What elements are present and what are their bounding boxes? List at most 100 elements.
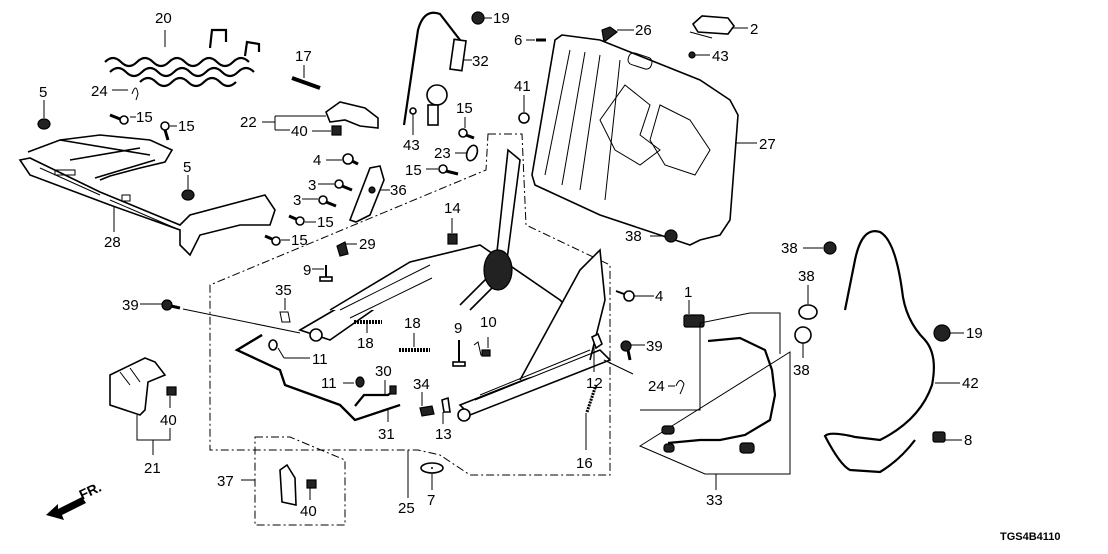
- part-4-bolt[interactable]: [342, 153, 359, 166]
- part-11-washer[interactable]: [355, 376, 365, 388]
- part-11-washer[interactable]: [268, 339, 278, 351]
- part-15-bolt[interactable]: [288, 214, 305, 226]
- callout-15[interactable]: 15: [291, 232, 308, 249]
- callout-29[interactable]: 29: [359, 236, 376, 253]
- callout-38[interactable]: 38: [625, 228, 642, 245]
- part-27-seatback-frame[interactable]: [531, 34, 739, 246]
- callout-20[interactable]: 20: [155, 10, 172, 27]
- part-42-cable[interactable]: [823, 230, 935, 474]
- callout-1[interactable]: 1: [684, 284, 692, 301]
- callout-32[interactable]: 32: [472, 53, 489, 70]
- part-34-clip[interactable]: [419, 405, 435, 417]
- part-19-clip[interactable]: [933, 324, 951, 342]
- part-15-bolt[interactable]: [160, 121, 170, 141]
- callout-42[interactable]: 42: [962, 375, 979, 392]
- part-35-clip[interactable]: [279, 311, 291, 323]
- callout-10[interactable]: 10: [480, 314, 497, 331]
- part-37-cover[interactable]: [279, 463, 297, 506]
- callout-40[interactable]: 40: [300, 503, 317, 520]
- part-30-link[interactable]: [354, 385, 397, 407]
- callout-33[interactable]: 33: [706, 492, 723, 509]
- part-19-clip[interactable]: [471, 11, 485, 25]
- callout-3[interactable]: 3: [308, 177, 316, 194]
- part-41-plug[interactable]: [518, 112, 530, 124]
- part-36-bracket[interactable]: [348, 165, 385, 223]
- part-17-rod[interactable]: [291, 76, 321, 90]
- part-22-cover[interactable]: [325, 101, 379, 129]
- part-5-nut[interactable]: [37, 118, 51, 130]
- part-16-spring[interactable]: [585, 384, 598, 413]
- callout-43[interactable]: 43: [712, 48, 729, 65]
- callout-15[interactable]: 15: [317, 214, 334, 231]
- callout-14[interactable]: 14: [444, 200, 461, 217]
- part-28-seat-cushion-frame[interactable]: [18, 134, 276, 257]
- callout-19[interactable]: 19: [966, 325, 983, 342]
- part-2-cover[interactable]: [689, 15, 735, 39]
- part-21-cover[interactable]: [109, 357, 167, 416]
- callout-15[interactable]: 15: [405, 162, 422, 179]
- callout-15[interactable]: 15: [178, 118, 195, 135]
- callout-12[interactable]: 12: [586, 375, 603, 392]
- callout-17[interactable]: 17: [295, 48, 312, 65]
- part-40-clip[interactable]: [306, 479, 317, 489]
- part-38-clip[interactable]: [823, 241, 837, 255]
- callout-34[interactable]: 34: [413, 376, 430, 393]
- callout-11[interactable]: 11: [312, 351, 328, 368]
- callout-28[interactable]: 28: [104, 234, 121, 251]
- part-3-bolt[interactable]: [334, 179, 353, 192]
- part-23-washer[interactable]: [465, 144, 480, 162]
- part-26-cap[interactable]: [601, 26, 619, 44]
- part-15-bolt[interactable]: [264, 234, 281, 246]
- part-40-clip[interactable]: [331, 125, 342, 136]
- callout-19[interactable]: 19: [493, 10, 510, 27]
- part-43-screw[interactable]: [409, 107, 417, 115]
- part-8-clip[interactable]: [932, 431, 946, 443]
- callout-22[interactable]: 22: [240, 114, 257, 131]
- callout-25[interactable]: 25: [398, 500, 415, 517]
- callout-40[interactable]: 40: [160, 412, 177, 429]
- part-13-clip[interactable]: [441, 396, 451, 413]
- callout-4[interactable]: 4: [655, 288, 663, 305]
- part-20-seat-spring[interactable]: [104, 28, 261, 88]
- part-39-bolt[interactable]: [161, 299, 181, 311]
- callout-36[interactable]: 36: [390, 182, 407, 199]
- callout-41[interactable]: 41: [514, 78, 531, 95]
- callout-43[interactable]: 43: [403, 137, 420, 154]
- part-38-clip[interactable]: [794, 326, 812, 344]
- part-31-rod[interactable]: [234, 334, 401, 422]
- callout-40[interactable]: 40: [291, 123, 308, 140]
- callout-15[interactable]: 15: [456, 100, 473, 117]
- callout-9[interactable]: 9: [303, 262, 311, 279]
- callout-2[interactable]: 2: [750, 21, 758, 38]
- callout-6[interactable]: 6: [514, 32, 522, 49]
- part-9-pin[interactable]: [319, 265, 333, 282]
- callout-13[interactable]: 13: [435, 426, 452, 443]
- callout-11[interactable]: 11: [321, 375, 337, 392]
- part-3-bolt[interactable]: [318, 195, 337, 208]
- part-38-clip[interactable]: [664, 229, 678, 243]
- callout-23[interactable]: 23: [434, 145, 451, 162]
- callout-15[interactable]: 15: [136, 109, 153, 126]
- callout-24[interactable]: 24: [91, 83, 108, 100]
- callout-16[interactable]: 16: [576, 455, 593, 472]
- callout-5[interactable]: 5: [39, 84, 47, 101]
- callout-38[interactable]: 38: [781, 240, 798, 257]
- callout-38[interactable]: 38: [798, 268, 815, 285]
- callout-21[interactable]: 21: [144, 460, 161, 477]
- part-1-switch[interactable]: [683, 314, 705, 328]
- part-4-bolt[interactable]: [615, 290, 635, 302]
- part-24-clip[interactable]: [131, 87, 139, 101]
- part-39-bolt[interactable]: [620, 340, 632, 361]
- callout-39[interactable]: 39: [646, 338, 663, 355]
- callout-27[interactable]: 27: [759, 136, 776, 153]
- part-43-screw[interactable]: [688, 51, 696, 59]
- callout-3[interactable]: 3: [293, 192, 301, 209]
- part-40-clip[interactable]: [166, 386, 177, 396]
- part-9-pin[interactable]: [452, 340, 466, 367]
- part-15-bolt[interactable]: [438, 164, 459, 176]
- part-24-clip[interactable]: [675, 380, 685, 395]
- callout-37[interactable]: 37: [217, 473, 234, 490]
- part-7-washer[interactable]: [420, 462, 444, 474]
- part-15-bolt[interactable]: [458, 128, 475, 140]
- part-5-nut[interactable]: [181, 189, 195, 201]
